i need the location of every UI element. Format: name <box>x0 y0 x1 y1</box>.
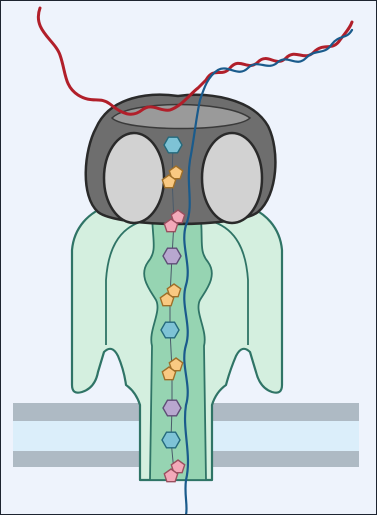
complex-right-lobe <box>202 133 262 223</box>
residue-hexagon <box>163 248 181 264</box>
residue-hexagon <box>164 137 182 153</box>
residue-hexagon <box>161 322 179 338</box>
residue-hexagon <box>162 432 180 448</box>
residue-hexagon <box>163 400 181 416</box>
complex-left-lobe <box>104 133 164 223</box>
complex <box>86 95 276 224</box>
